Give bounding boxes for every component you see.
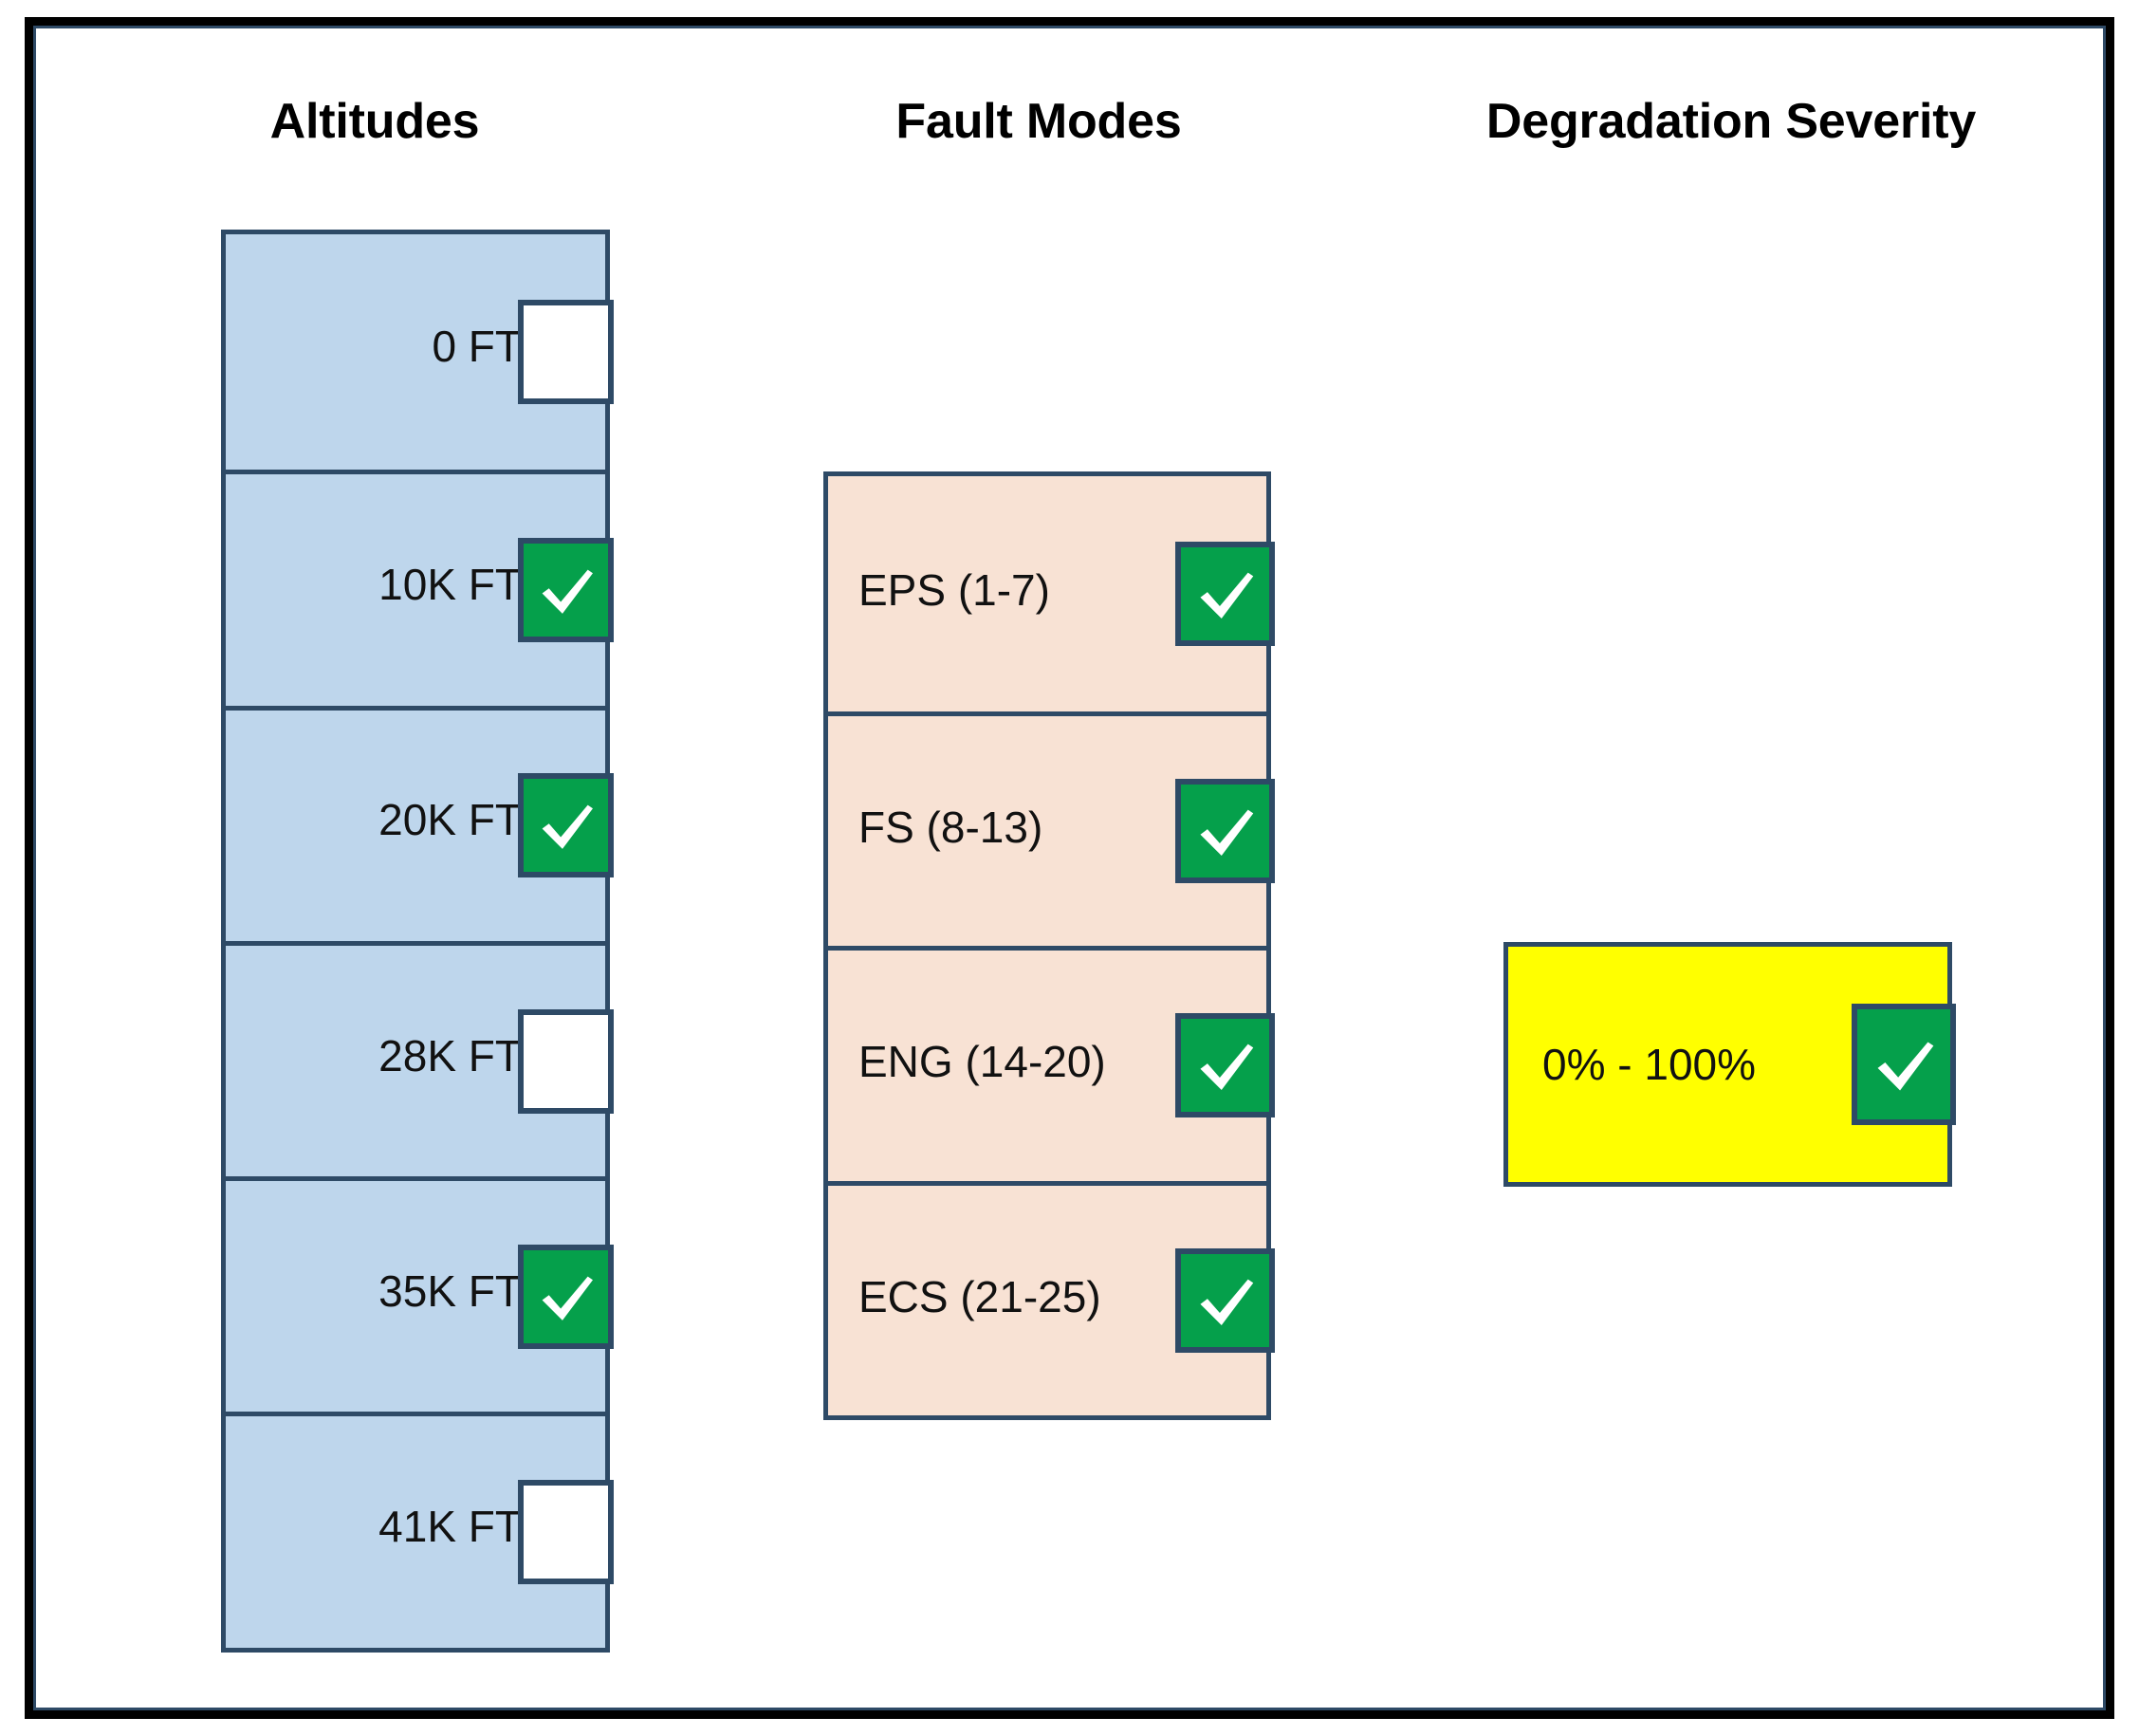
degradation-severity-row-label: 0% - 100% <box>1542 1040 1757 1089</box>
check-icon <box>1200 809 1254 856</box>
fault-mode-row-label: ENG (14-20) <box>858 1037 1106 1087</box>
fault-mode-row[interactable]: FS (8-13) <box>828 711 1275 947</box>
check-icon <box>1200 572 1254 619</box>
altitude-row-label: 0 FT <box>432 322 522 372</box>
column-header-degradation-severity: Degradation Severity <box>1485 94 1977 149</box>
check-icon <box>1877 1042 1934 1091</box>
check-icon <box>542 569 593 614</box>
altitude-checkbox[interactable] <box>518 773 614 878</box>
altitude-row-label: 20K FT <box>378 795 522 845</box>
check-icon <box>1200 1043 1254 1091</box>
altitude-checkbox[interactable] <box>518 1244 614 1349</box>
fault-mode-checkbox[interactable] <box>1175 778 1275 883</box>
altitude-row[interactable]: 28K FT <box>226 940 614 1176</box>
column-header-fault-modes: Fault Modes <box>895 94 1182 149</box>
diagram-inner-frame <box>33 26 2106 1710</box>
altitude-checkbox[interactable] <box>518 1008 614 1114</box>
degradation-severity-panel: 0% - 100% <box>1503 942 1956 1187</box>
check-icon <box>542 1276 593 1320</box>
fault-mode-checkbox[interactable] <box>1175 1013 1275 1118</box>
check-icon <box>542 804 593 850</box>
degradation-severity-checkbox[interactable] <box>1852 1004 1956 1125</box>
altitude-row[interactable]: 10K FT <box>226 470 614 705</box>
altitudes-panel: 0 FT 10K FT 20K FT 2 <box>221 230 614 1653</box>
fault-mode-checkbox[interactable] <box>1175 1247 1275 1353</box>
fault-modes-panel: EPS (1-7) FS (8-13) ENG (14-20) <box>823 471 1275 1420</box>
fault-mode-row-label: ECS (21-25) <box>858 1271 1101 1321</box>
altitude-row-label: 28K FT <box>378 1030 522 1080</box>
altitude-row-label: 41K FT <box>378 1502 522 1552</box>
altitude-row-label: 35K FT <box>378 1265 522 1316</box>
altitude-row-label: 10K FT <box>378 559 522 609</box>
altitude-checkbox[interactable] <box>518 537 614 642</box>
fault-mode-row[interactable]: EPS (1-7) <box>828 476 1275 711</box>
altitude-checkbox[interactable] <box>518 1480 614 1585</box>
altitude-row[interactable]: 20K FT <box>226 705 614 941</box>
check-icon <box>1200 1279 1254 1325</box>
fault-mode-row-label: FS (8-13) <box>858 802 1043 852</box>
degradation-severity-row[interactable]: 0% - 100% <box>1508 947 1956 1182</box>
column-header-altitudes: Altitudes <box>269 94 480 149</box>
altitude-row[interactable]: 35K FT <box>226 1176 614 1412</box>
altitude-row[interactable]: 41K FT <box>226 1412 614 1647</box>
altitude-checkbox[interactable] <box>518 300 614 405</box>
altitude-row[interactable]: 0 FT <box>226 234 614 470</box>
fault-mode-row-label: EPS (1-7) <box>858 564 1050 615</box>
fault-mode-checkbox[interactable] <box>1175 541 1275 646</box>
fault-mode-row[interactable]: ECS (21-25) <box>828 1180 1275 1416</box>
fault-mode-row[interactable]: ENG (14-20) <box>828 946 1275 1181</box>
